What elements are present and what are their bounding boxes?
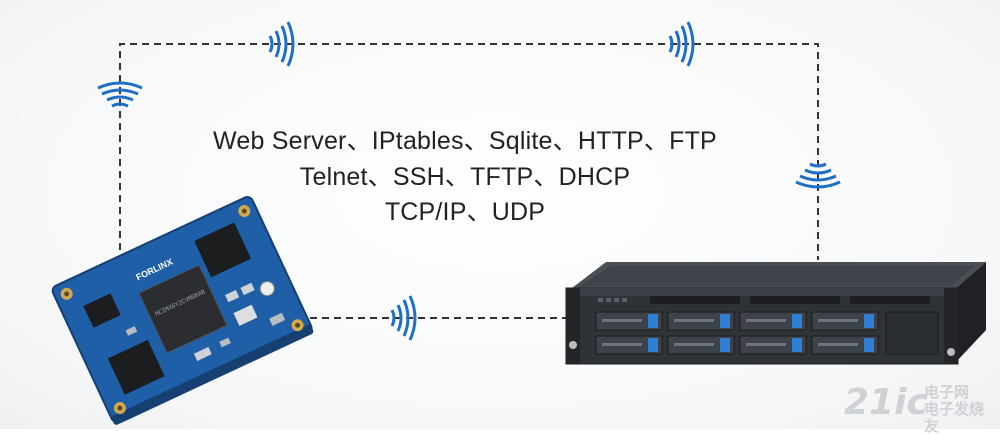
- server-status-leds: [598, 298, 627, 302]
- rack-server: [565, 262, 986, 365]
- wifi-signal-icon: [390, 295, 417, 341]
- watermark-logo-text: 电子网 电子发烧友: [924, 384, 990, 435]
- protocol-list-line-2: Telnet、SSH、TFTP、DHCP: [299, 163, 631, 191]
- protocol-list-line-3: TCP/IP、UDP: [384, 198, 546, 226]
- protocol-list-line-1: Web Server、IPtables、Sqlite、HTTP、FTP: [213, 127, 717, 155]
- dashed-loop-top: [119, 43, 819, 260]
- computer-board: MCIMX6Y2CVM08AB FORLINX: [51, 196, 314, 425]
- watermark-cn-top: 电子网: [924, 383, 970, 401]
- watermark-logo-number: 21ic: [844, 382, 928, 423]
- wifi-signal-icon: [668, 21, 695, 67]
- server-vent: [650, 296, 930, 304]
- wifi-signal-icon: [795, 162, 841, 189]
- wifi-signal-icon: [97, 81, 143, 108]
- drive-bays: [595, 311, 879, 355]
- wifi-signal-icon: [268, 21, 295, 67]
- watermark-cn-bottom: 电子发烧友: [924, 400, 985, 435]
